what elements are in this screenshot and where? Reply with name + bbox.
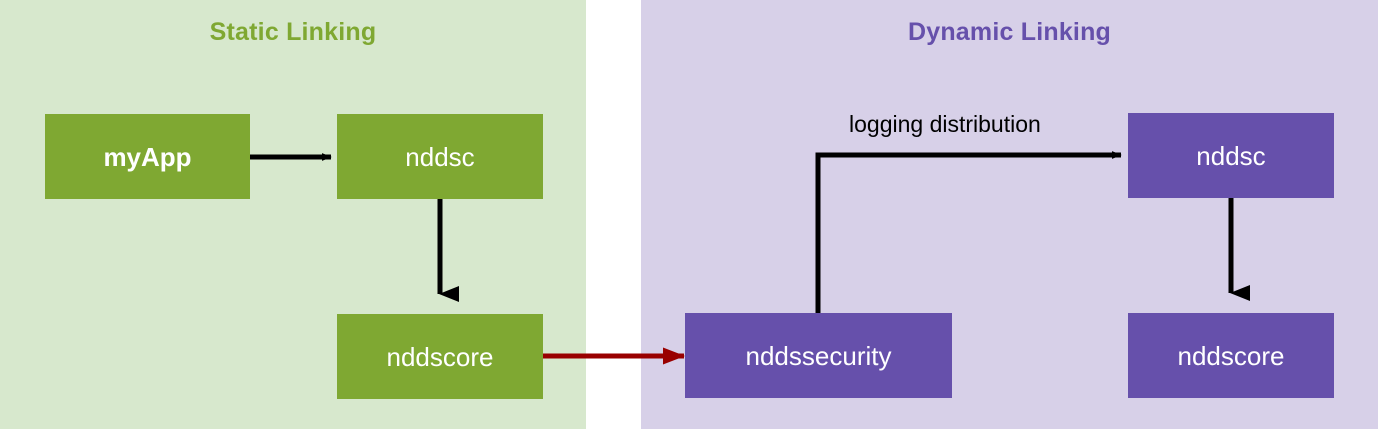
node-nddscore-dynamic[interactable]: nddscore (1128, 313, 1334, 398)
node-nddssecurity-label: nddssecurity (745, 340, 892, 371)
node-nddsc-static-label: nddsc (405, 141, 475, 172)
static-linking-panel: Static Linking (0, 0, 586, 429)
node-nddscore-dynamic-label: nddscore (1177, 340, 1285, 371)
node-nddscore-static[interactable]: nddscore (337, 314, 543, 399)
edge-label-logging-distribution: logging distribution (849, 111, 1041, 137)
static-linking-title: Static Linking (209, 18, 377, 46)
node-nddsc-static[interactable]: nddsc (337, 114, 543, 199)
node-myapp-label: myApp (103, 141, 192, 172)
node-nddscore-static-label: nddscore (386, 341, 494, 372)
node-nddsc-dynamic[interactable]: nddsc (1128, 113, 1334, 198)
node-nddssecurity[interactable]: nddssecurity (685, 313, 952, 398)
node-myapp[interactable]: myApp (45, 114, 250, 199)
dynamic-linking-title: Dynamic Linking (907, 18, 1112, 46)
node-nddsc-dynamic-label: nddsc (1196, 140, 1266, 171)
